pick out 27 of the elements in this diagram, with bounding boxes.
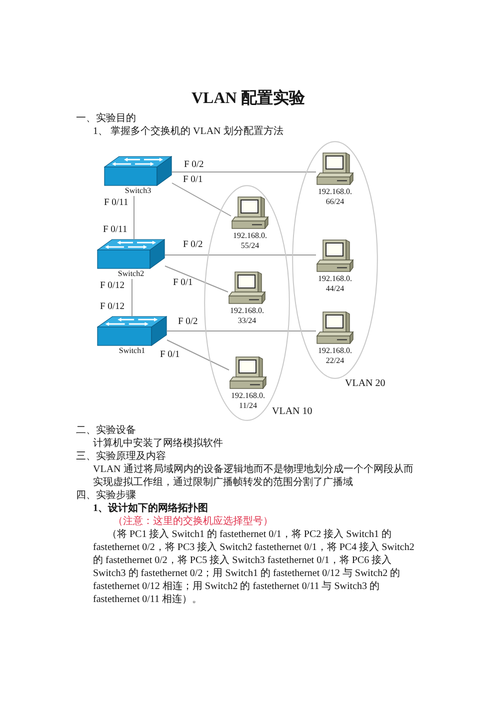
section-heading: 四、实验步骤: [76, 489, 136, 502]
section-heading: 一、实验目的: [76, 112, 136, 125]
list-item: 1、 掌握多个交换机的 VLAN 划分配置方法: [93, 125, 284, 138]
connection-line: [172, 182, 232, 216]
body-text: 计算机中安装了网络模拟软件: [93, 437, 223, 450]
section-heading: 二、实验设备: [76, 424, 136, 437]
ip-address-label: 192.168.0. 33/24: [229, 306, 265, 325]
connection-line: [166, 340, 230, 370]
paragraph: （将 PC1 接入 Switch1 的 fastethernet 0/1，将 PC2 接入 Switch1 的 fastethernet 0/2，将 PC3 接入 Switch2 fastethernet 0/1，将 PC4 接入 Switch2 的 fastethernet 0/2，将 PC5 接入 Switch3 fastethernet 0/1，将 PC6 接入 Switch3 的 fastethernet 0/2；用 Switch1 的 fastethernet 0/12 与 Switch2 的 fastethernet 0/12 相连；用 Switch2 的 fastethernet 0/11 与 Switch3 的 fastethernet 0/11 相连）。: [93, 528, 416, 606]
device-label: Switch1: [118, 346, 146, 356]
ip-address-label: 192.168.0. 44/24: [317, 274, 353, 293]
connection-line: [164, 266, 228, 292]
connection-line: [164, 254, 316, 256]
ip-address-label: 192.168.0. 22/24: [317, 346, 353, 365]
ip-address-label: 192.168.0. 66/24: [317, 187, 353, 206]
connection-line: [166, 330, 316, 332]
step-heading: 1、设计如下的网络拓扑图: [93, 502, 208, 515]
vlan-label: VLAN 20: [345, 378, 386, 390]
ip-address-label: 192.168.0. 11/24: [230, 391, 266, 410]
note-text: （注意：这里的交换机应选择型号）: [113, 515, 273, 528]
ip-address-label: 192.168.0. 55/24: [232, 231, 268, 250]
device-label: Switch3: [124, 186, 152, 196]
page-title: VLAN 配置实验: [192, 90, 305, 108]
vlan-label: VLAN 10: [272, 406, 312, 418]
paragraph: VLAN 通过将局域网内的设备逻辑地而不是物理地划分成一个个网段从而实现虚拟工作组，通过限制广播帧转发的范围分割了广播域: [93, 463, 414, 489]
section-heading: 三、实验原理及内容: [76, 450, 166, 463]
device-label: Switch2: [118, 269, 144, 279]
